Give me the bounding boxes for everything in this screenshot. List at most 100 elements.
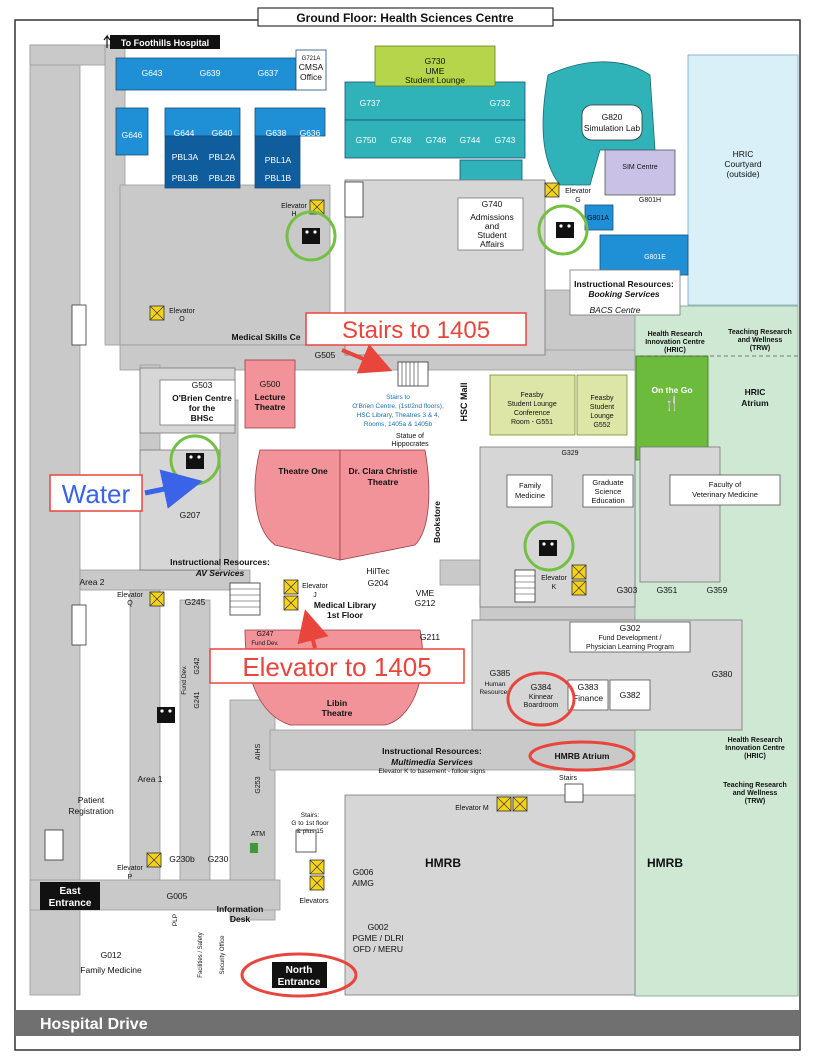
room-label: Student Lounge [405,75,465,85]
room-label: Innovation Centre [725,745,785,752]
washroom-icon [556,222,574,238]
room-label: G732 [490,98,511,108]
room-label: G638 [266,128,287,138]
room-label: Multimedia Services [391,757,473,767]
room-label: Elevator [117,865,143,872]
stairs-icon [514,569,536,603]
stairs-treads [230,362,535,608]
room-label: G737 [360,98,381,108]
room-label: PBL1A [265,155,292,165]
room-label: Simulation Lab [584,123,641,133]
room-labels: G643 G639 G637 G721A CMSA Office G646 G6… [68,56,792,978]
street-bar [15,1010,800,1036]
room-label: PBL2B [209,173,236,183]
title-box [257,7,554,27]
room-label: O [179,316,185,323]
room-label: Fund Dev. [251,641,279,647]
room-label: Stairs: [301,812,320,819]
room-label: OFD / MERU [353,944,403,954]
stairs-icon [71,604,87,646]
room-label: G383 [578,682,599,692]
room-label: K [552,584,557,591]
room-label: G643 [142,68,163,78]
room-label: Area 2 [79,577,104,587]
room-label: Family [519,481,541,490]
room-label: Health Research [648,331,703,338]
room-label: HRIC [733,149,754,159]
room-label: Stairs to [386,394,410,401]
room-label: G385 [490,668,511,678]
stairs-icon [71,304,87,346]
room-label: Health Research [728,737,783,744]
room-label: G743 [495,135,516,145]
room-label: G744 [460,135,481,145]
room-label: G721A [302,56,321,62]
room-label: Lounge [590,413,613,420]
room-label: G644 [174,128,195,138]
room-label: Medical Skills Ce [232,332,301,342]
room-label: Family Medicine [80,965,142,975]
room-graduate-science [582,474,634,508]
foothills-box [110,35,220,49]
room-label: ATM [251,831,265,838]
stairs-arrow [341,343,393,374]
atm-icon [250,843,258,853]
room-label: Office [300,72,322,82]
room-label: Instructional Resources: [382,746,482,756]
room-label: G636 [300,128,321,138]
room-label: Physician Learning Program [586,644,674,651]
room-label: J [313,592,317,599]
room-label: G329 [561,450,578,457]
washroom-icon [302,228,320,244]
room-label: G639 [200,68,221,78]
room-label: G253 [255,776,262,793]
room-label: Stairs [559,775,577,782]
room-label: O'Brien Centre [172,393,232,403]
room-label: Elevator [565,188,591,195]
room-label: and [485,221,499,231]
east-entrance-label-2: Entrance [49,898,92,909]
washroom-glyphs [160,224,571,713]
room-label: Boardroom [524,702,559,709]
stairs-icon [295,829,317,853]
room-label: HMRB [647,856,683,870]
room-label: G801H [639,197,661,204]
room-label: P [128,874,133,881]
room-label: G302 [620,623,641,633]
elevator-arrow [297,609,329,649]
room-label: & plus 15 [296,828,323,835]
on-the-go-icon: 🍴 [663,395,680,412]
room-label: HSC Mall [459,382,469,421]
room-label: Instructional Resources: [574,279,674,289]
room-label: G012 [101,950,122,960]
elevator-annotation: Elevator to 1405 [242,652,431,682]
feasby-lounge-1 [489,374,576,436]
stairs-icon [344,181,364,218]
room-label: BHSc [191,413,214,423]
room-label: Student [477,230,507,240]
north-entrance-label-1: North [286,965,313,976]
g801a-room [584,204,614,231]
room-label: BACS Centre [589,305,640,315]
g820-room [581,104,643,141]
room-label: HSC Library, Theatres 3 & 4, [357,412,440,419]
washroom-icon [157,707,175,723]
room-label: Rooms, 1405a & 1405b [364,421,433,428]
room-label: Theatre [255,402,286,412]
room-label: Theatre One [278,466,328,476]
room-label: (outside) [726,169,759,179]
elevator-annotation-box [209,648,465,684]
elevator-crosses [146,182,587,891]
room-label: G746 [426,135,447,145]
room-vet-med [669,474,781,506]
room-label: G351 [657,585,678,595]
room-label: Fund Development / [598,635,661,642]
room-label: Admissions [470,212,513,222]
room-label: Elevators [299,898,329,905]
room-label: Elevator [281,203,307,210]
on-the-go-room [635,355,709,461]
washroom-icon [186,453,204,469]
room-label: G247 [256,631,273,638]
water-annotation-box [49,474,143,512]
